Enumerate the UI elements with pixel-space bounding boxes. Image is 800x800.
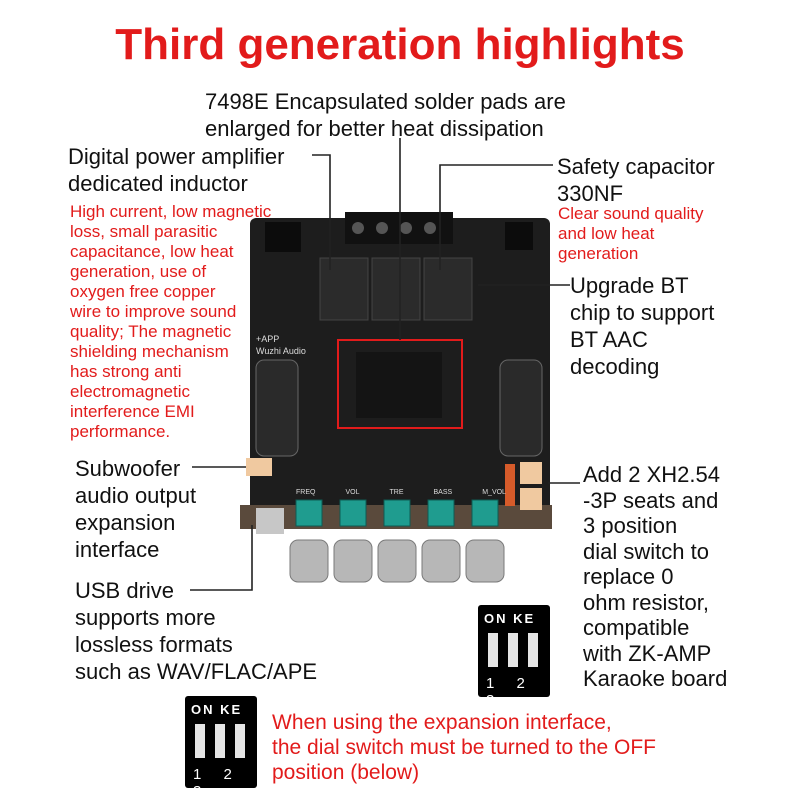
xh-connector-2 [520,488,542,510]
knob-label-freq: FREQ [296,489,316,496]
knob-label-mvol: M_VOL [482,489,506,496]
switch-lever-2 [215,724,225,758]
left-capacitor [255,359,299,457]
expansion-note: When using the expansion interface, the … [272,711,657,784]
inductor-description: High current, low magnetic loss, small p… [70,202,272,441]
dip-switch-numbers: 1 2 3 [193,766,241,800]
usb-label: USB drive supports more lossless formats… [75,578,318,684]
leader-inductor [312,154,331,270]
switch-lever-1 [488,633,498,667]
dip-switch-numbers: 1 2 3 [486,675,534,709]
knob-labels: FREQ VOL TRE BASS M_VOL [296,489,506,496]
inductor-label: Digital power amplifier dedicated induct… [68,144,285,196]
xh-seats-label: Add 2 XH2.54 -3P seats and 3 position di… [583,462,728,691]
main-chip [356,352,442,418]
knob-label-bass: BASS [433,489,453,496]
leader-capacitor [439,164,553,270]
capacitor-label: Safety capacitor 330NF [557,154,715,206]
switch-lever-3 [528,633,538,667]
board-brand: Wuzhi Audio [256,346,306,356]
dip-switch-on-label: ON KE [191,702,243,717]
solder-pads-label: 7498E Encapsulated solder pads are enlar… [205,89,566,141]
switch-lever-3 [235,724,245,758]
usb-port [256,508,284,534]
subwoofer-label: Subwoofer audio output expansion interfa… [75,456,197,562]
audio-jack [505,222,533,250]
knob-label-tre: TRE [389,489,404,496]
board-dip-switch [505,464,515,506]
switch-lever-2 [508,633,518,667]
switch-lever-1 [195,724,205,758]
dip-switch-bottom: ON KE 1 2 3 [185,696,257,800]
subwoofer-connector [246,458,272,476]
dc-jack [265,222,301,252]
knob-label-vol: VOL [345,489,360,496]
page-title: Third generation highlights [115,20,685,69]
dip-switch-on-label: ON KE [484,611,536,626]
bt-label: Upgrade BT chip to support BT AAC decodi… [570,273,715,379]
leader-usb [190,525,253,591]
right-capacitor [499,359,543,457]
dip-switch-right: ON KE 1 2 3 [478,605,550,709]
capacitor-description: Clear sound quality and low heat generat… [558,204,704,263]
board-app-label: +APP [256,334,280,344]
xh-connector-1 [520,462,542,484]
